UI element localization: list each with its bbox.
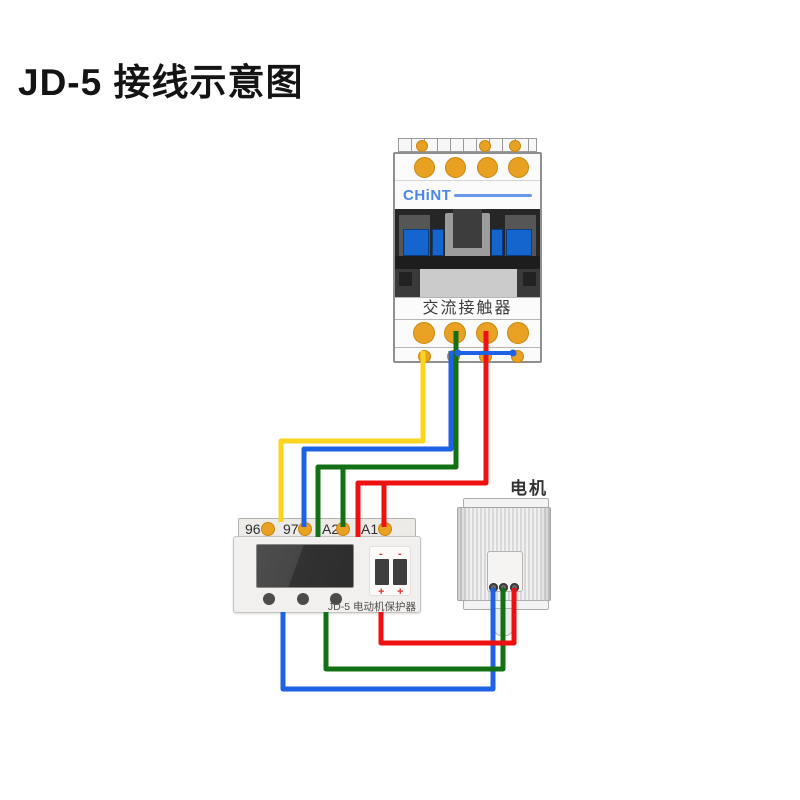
contactor-top-screw-2 [479, 140, 491, 152]
contactor-body: CHiNT 交流接触器 [393, 152, 542, 363]
terminal-label-A1: A1 [361, 521, 379, 537]
protector-label: JD-5 电动机保护器 [327, 601, 416, 613]
armature-core [453, 209, 482, 248]
mechanism-light-block [420, 269, 517, 297]
protector-terminal-96 [261, 522, 275, 536]
contactor-terminal-top-1 [414, 157, 435, 178]
contact-window-4 [506, 229, 532, 256]
contactor-label: 交流接触器 [395, 297, 540, 320]
motor-cable-gland [494, 608, 513, 636]
contactor-aux-terminal-4 [511, 350, 524, 363]
minus-mark: - [398, 548, 402, 560]
contactor-top-tabs [398, 138, 537, 152]
contactor-terminal-bottom-1 [413, 322, 435, 344]
contactor-terminal-top-4 [508, 157, 529, 178]
contact-window-1 [403, 229, 429, 256]
terminal-label-97: 97 [283, 521, 299, 537]
blue-wire-97 [301, 351, 454, 527]
contactor-aux-terminal-3 [479, 350, 492, 363]
protector-terminal-A1 [378, 522, 392, 536]
terminal-label-96: 96 [245, 521, 261, 537]
motor-terminal-3 [510, 583, 519, 592]
contactor-mechanism [395, 209, 540, 297]
contactor-terminal-top-2 [445, 157, 466, 178]
contactor-brand-band: CHiNT [395, 180, 540, 210]
protector-button-1 [263, 593, 275, 605]
contactor-aux-terminal-1 [418, 350, 431, 363]
contact-window-2 [432, 229, 444, 256]
protector-terminal-A2 [336, 522, 350, 536]
mechanism-corner-left [399, 272, 412, 286]
protector-dial-2 [393, 559, 407, 585]
contactor-aux-terminal-2 [447, 350, 460, 363]
plus-mark: + [378, 586, 385, 598]
protector-body: - - + + JD-5 电动机保护器 [233, 536, 421, 613]
brand-logo: CHiNT [403, 187, 452, 204]
protector-terminal-97 [298, 522, 312, 536]
contactor-terminal-bottom-4 [507, 322, 529, 344]
contactor-terminal-bottom-2 [444, 322, 466, 344]
minus-mark: - [379, 548, 383, 560]
plus-mark: + [397, 586, 404, 598]
protector-display [256, 544, 354, 588]
contactor: CHiNT 交流接触器 [393, 138, 542, 363]
mechanism-lower-strip [395, 256, 540, 269]
page-title: JD-5 接线示意图 [18, 62, 304, 103]
protector-dial-1 [375, 559, 389, 585]
contactor-top-screw-3 [509, 140, 521, 152]
contact-window-3 [491, 229, 503, 256]
motor-terminal-2 [499, 583, 508, 592]
mechanism-corner-right [523, 272, 536, 286]
contactor-terminal-bottom-3 [476, 322, 498, 344]
contactor-top-screw-1 [416, 140, 428, 152]
motor-label: 电机 [510, 479, 548, 498]
protector-adjust-panel: - - + + [369, 546, 411, 598]
protector-button-2 [297, 593, 309, 605]
contactor-terminal-top-3 [477, 157, 498, 178]
yellow-wire-96 [278, 351, 426, 522]
brand-underline [454, 194, 532, 197]
motor-terminal-1 [489, 583, 498, 592]
